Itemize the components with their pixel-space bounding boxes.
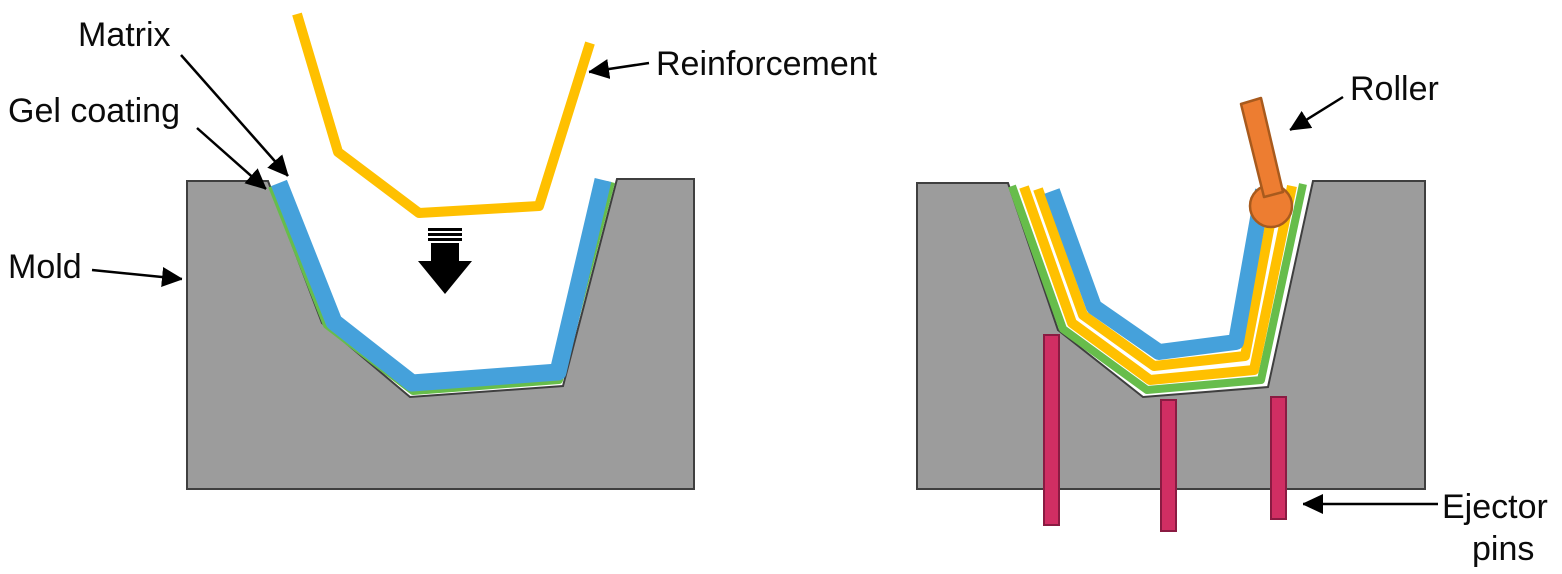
roller-pointer-arrow: [1290, 95, 1344, 132]
label-ejector-pins-line2: pins: [1472, 530, 1534, 568]
arrow-stripe: [428, 233, 462, 236]
label-mold: Mold: [8, 248, 82, 286]
arrow-stripe: [428, 228, 462, 231]
mold-left: [186, 178, 695, 490]
ejector-pin-middle: [1160, 399, 1177, 532]
arrow-body: [418, 243, 472, 294]
press-down-arrow-icon: [418, 228, 472, 294]
reinforcement-sheet: [292, 12, 595, 218]
reinforcement-pointer-arrow: [589, 63, 650, 72]
laminate-reinforcement-layer-outer: [1019, 184, 1297, 385]
laminate-matrix-layer: [1044, 188, 1271, 360]
ejector-pin-right: [1270, 396, 1287, 520]
ejector-pin-left: [1043, 334, 1060, 526]
label-roller: Roller: [1350, 70, 1439, 108]
laminate-gel-layer: [1008, 183, 1307, 394]
label-gel-coating: Gel coating: [8, 92, 180, 130]
arrow-stripe: [428, 238, 462, 241]
label-reinforcement: Reinforcement: [656, 45, 878, 83]
roller-handle: [1239, 96, 1285, 199]
gel-coating-pointer-arrow: [196, 127, 266, 190]
laminate-reinforcement-layer-inner: [1033, 187, 1282, 371]
matrix-layer: [271, 178, 612, 392]
label-matrix: Matrix: [78, 16, 171, 54]
label-ejector-pins-line1: Ejector: [1442, 488, 1548, 526]
mold-pointer-arrow: [91, 270, 182, 279]
matrix-pointer-arrow: [180, 54, 289, 176]
